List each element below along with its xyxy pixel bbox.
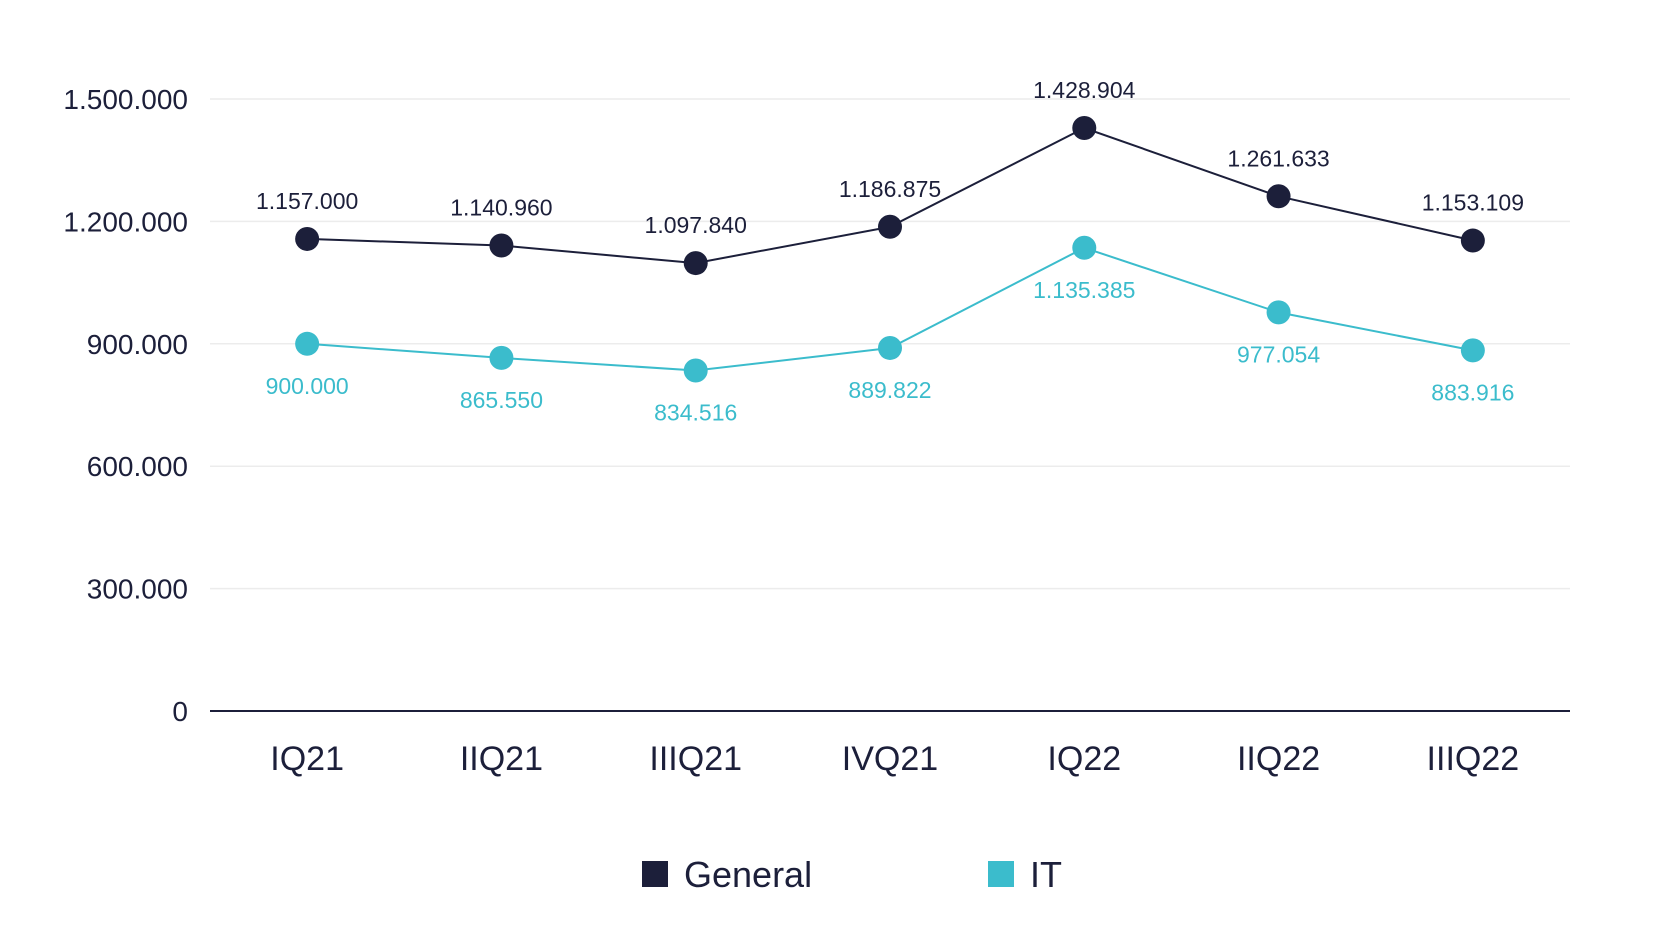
data-point — [683, 251, 708, 276]
data-label: 1.140.960 — [450, 194, 552, 220]
legend-item-it: IT — [988, 854, 1062, 895]
data-point — [878, 335, 902, 360]
data-label: 1.186.875 — [839, 176, 941, 202]
y-tick-label: 1.200.000 — [63, 206, 188, 237]
y-tick-label: 1.500.000 — [63, 84, 188, 115]
data-label: 1.135.385 — [1033, 277, 1135, 303]
y-axis: 0 300.000 600.000 900.000 1.200.000 1.500.000 — [63, 84, 188, 727]
data-label: 865.550 — [460, 387, 543, 413]
x-tick-label: IIIQ21 — [649, 740, 742, 778]
series-it: 900.000 865.550 834.516 889.822 1.135.385 977… — [266, 235, 1514, 426]
data-label: 883.916 — [1431, 379, 1514, 405]
x-tick-label: IVQ21 — [842, 740, 938, 778]
data-label: 900.000 — [266, 373, 349, 399]
x-tick-label: IQ21 — [270, 740, 344, 778]
series-layer: 1.157.000 1.140.960 1.097.840 1.186.875 1.42… — [256, 77, 1524, 426]
data-point — [1266, 300, 1291, 325]
legend: General IT — [642, 854, 1062, 895]
x-tick-label: IIQ22 — [1237, 740, 1320, 778]
data-point — [878, 214, 902, 239]
data-point — [489, 345, 514, 370]
data-point — [1266, 184, 1291, 209]
series-general: 1.157.000 1.140.960 1.097.840 1.186.875 1.42… — [256, 77, 1524, 276]
data-point — [1072, 116, 1097, 141]
y-tick-label: 600.000 — [87, 451, 188, 482]
x-tick-label: IIIQ22 — [1427, 740, 1520, 778]
data-label: 977.054 — [1237, 341, 1320, 367]
y-tick-label: 0 — [172, 696, 188, 727]
data-label: 1.097.840 — [645, 212, 747, 238]
data-label: 1.428.904 — [1033, 77, 1136, 103]
legend-swatch — [642, 861, 668, 887]
data-label: 1.153.109 — [1422, 190, 1524, 216]
data-point — [489, 233, 514, 258]
data-point — [683, 358, 708, 383]
legend-swatch — [988, 861, 1014, 887]
data-label: 889.822 — [848, 377, 931, 403]
x-axis: IQ21 IIQ21 IIIQ21 IVQ21 IQ22 IIQ22 IIIQ22 — [210, 710, 1570, 778]
legend-label: IT — [1030, 854, 1062, 895]
data-label: 1.157.000 — [256, 188, 358, 214]
data-label: 834.516 — [654, 400, 737, 426]
data-point — [295, 226, 320, 251]
data-label: 1.261.633 — [1227, 145, 1329, 171]
x-tick-label: IQ22 — [1047, 740, 1121, 778]
data-point — [1460, 338, 1485, 363]
legend-label: General — [684, 854, 812, 895]
legend-item-general: General — [642, 854, 812, 895]
y-tick-label: 300.000 — [87, 574, 188, 605]
data-point — [295, 331, 320, 356]
data-point — [1460, 228, 1485, 253]
x-tick-label: IIQ21 — [460, 740, 543, 778]
data-point — [1072, 235, 1097, 260]
y-tick-label: 900.000 — [87, 329, 188, 360]
